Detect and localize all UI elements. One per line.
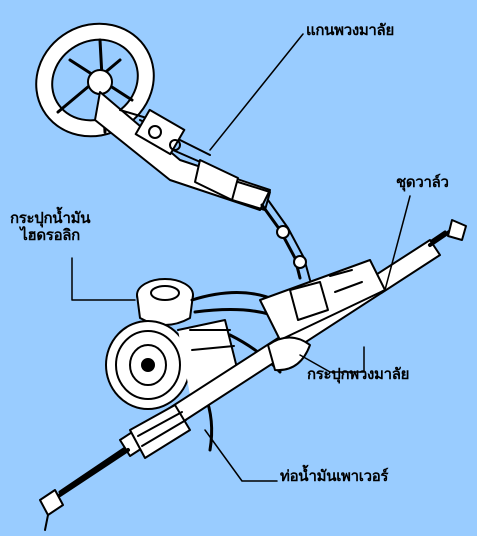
label-fluid-reservoir-line2: ไฮดรอลิก bbox=[10, 227, 90, 244]
label-steering-shaft: แกนพวงมาลัย bbox=[306, 22, 394, 39]
label-control-valve: ชุดวาล์ว bbox=[396, 174, 449, 191]
label-fluid-reservoir-line1: กระปุกน้ำมัน bbox=[10, 210, 90, 227]
steering-column bbox=[95, 92, 270, 210]
label-fluid-reservoir: กระปุกน้ำมัน ไฮดรอลิก bbox=[10, 210, 90, 245]
label-steering-joint: กระปุกพวงมาลัย bbox=[307, 366, 409, 383]
intermediate-shaft bbox=[262, 200, 310, 280]
reservoir bbox=[137, 279, 193, 325]
label-power-pipe: ท่อน้ำมันเพาเวอร์ bbox=[280, 468, 388, 485]
